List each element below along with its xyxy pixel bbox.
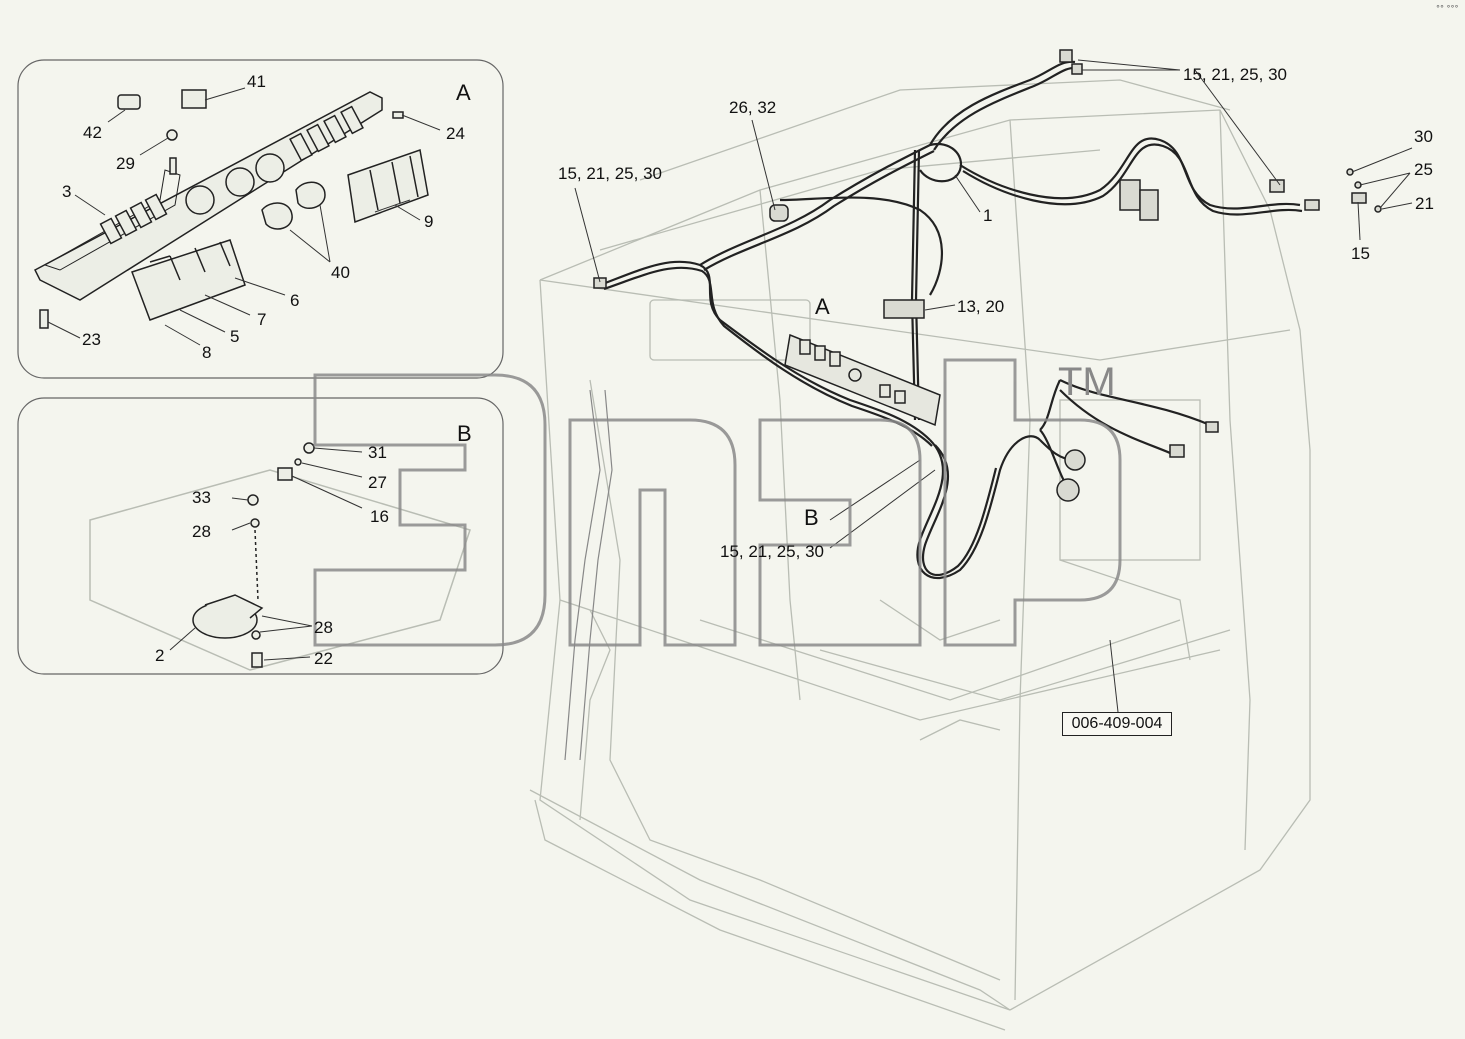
inset-b-frame [17,397,504,675]
watermark [313,358,1122,647]
wiper-structure [564,389,613,761]
inset-a-drawing [34,89,429,329]
callout-13-20: 13, 20 [957,297,1005,316]
callout-25: 25 [1414,160,1433,179]
callout-23: 23 [82,330,101,349]
callout-24: 24 [446,124,465,143]
callout-6: 6 [290,291,300,310]
inset-b-leaders [169,447,363,661]
main-connectors [593,49,1382,502]
callout-31: 31 [368,443,387,462]
inset-a-view-label: A [456,80,471,105]
callout-28-top: 28 [192,522,211,541]
inset-a-frame [17,59,504,379]
callout-15-21-25-30-bottom: 15, 21, 25, 30 [720,542,824,561]
callout-40: 40 [331,263,350,282]
callout-22: 22 [314,649,333,668]
callout-41: 41 [247,72,266,91]
main-leaders [574,59,1413,713]
callout-29: 29 [116,154,135,173]
callout-2: 2 [155,646,165,665]
inset-a-leaders [47,87,441,346]
inset-b-view-label: B [457,421,472,446]
watermark-trademark: TM [1058,360,1116,404]
callout-5: 5 [230,327,240,346]
main-switch-panel [784,333,941,427]
callout-15-21-25-30-left: 15, 21, 25, 30 [558,164,662,183]
callout-21: 21 [1415,194,1434,213]
callout-16: 16 [370,507,389,526]
callout-15: 15 [1351,244,1370,263]
main-view-label-b: B [804,505,819,530]
main-view-label-a: A [815,294,830,319]
reference-code-box: 006-409-004 [1062,712,1172,736]
callout-7: 7 [257,310,267,329]
callout-42: 42 [83,123,102,142]
callout-27: 27 [368,473,387,492]
callout-8: 8 [202,343,212,362]
callout-1: 1 [983,206,993,225]
callout-30: 30 [1414,127,1433,146]
callout-9: 9 [424,212,434,231]
callout-33: 33 [192,488,211,507]
corner-mark: °° °°° [1436,4,1459,13]
callout-28-bottom: 28 [314,618,333,637]
callout-15-21-25-30-top: 15, 21, 25, 30 [1183,65,1287,84]
inset-b-drawing [89,442,471,671]
callout-3: 3 [62,182,72,201]
callout-26-32: 26, 32 [729,98,777,117]
wiring-harness [599,60,1303,580]
